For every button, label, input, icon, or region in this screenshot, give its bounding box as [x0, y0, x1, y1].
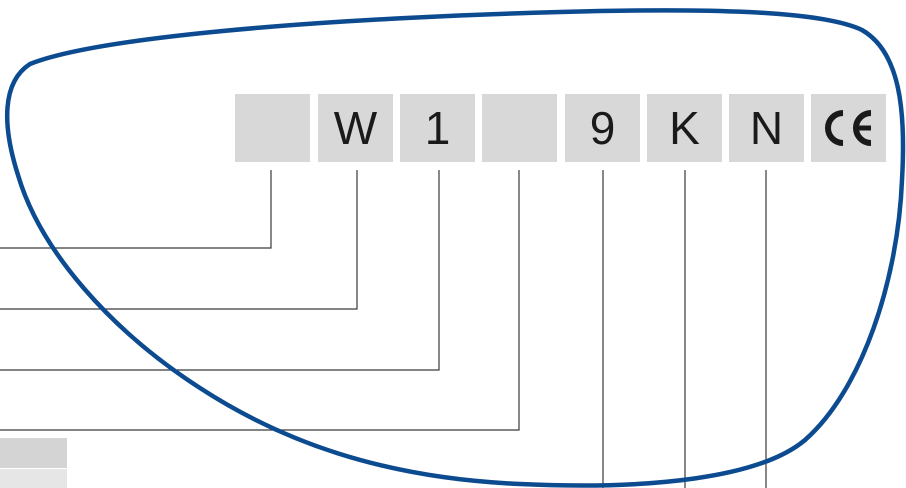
marking-label-k: K [669, 102, 700, 154]
marking-label-9: 9 [589, 102, 616, 154]
marking-box-blank-1 [235, 94, 310, 162]
leader-line-blank-1 [0, 170, 272, 249]
marking-label-1: 1 [424, 102, 451, 154]
marking-box-k: K [647, 94, 722, 162]
leader-line-1 [0, 170, 440, 371]
legend-swatch-light [0, 469, 67, 488]
leader-line-w [0, 170, 358, 310]
marking-box-9: 9 [565, 94, 640, 162]
marking-label-n: N [749, 102, 784, 154]
legend-swatch-dark [0, 438, 67, 468]
marking-box-1: 1 [400, 94, 475, 162]
leader-line-blank-2 [0, 170, 520, 431]
marking-box-n: N [729, 94, 804, 162]
marking-box-ce [811, 94, 886, 162]
marking-label-w: W [333, 102, 378, 154]
marking-box-blank-2 [482, 94, 557, 162]
lens-outline [4, 8, 906, 488]
ce-conformity-mark-icon [824, 110, 871, 146]
marking-box-w: W [318, 94, 393, 162]
